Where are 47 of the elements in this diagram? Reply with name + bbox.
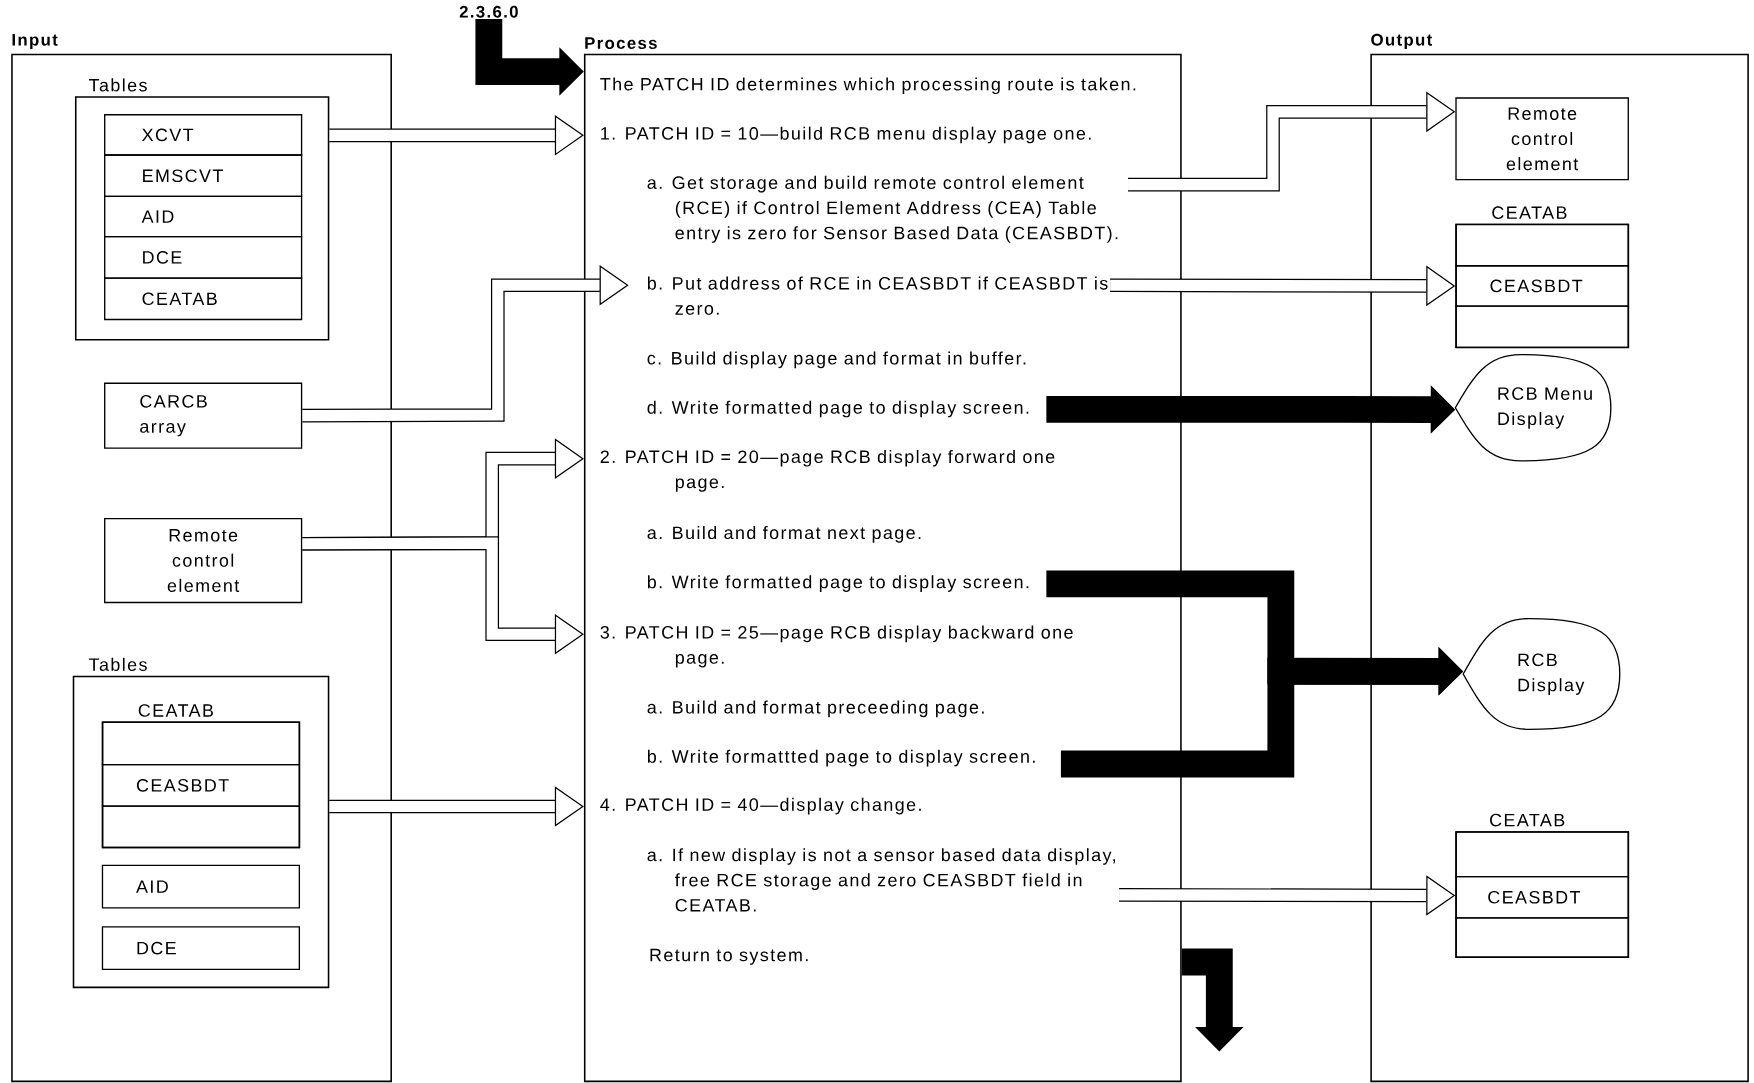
data-box: AID xyxy=(101,864,301,909)
empty-table-row xyxy=(1455,305,1629,349)
reference-label: 2.3.6.0 xyxy=(459,5,518,18)
data-box: DCE xyxy=(104,236,303,279)
empty-table-row xyxy=(1455,831,1629,878)
node-label: Process xyxy=(585,37,657,50)
data-box: XCVT xyxy=(104,114,303,156)
step-text: c. Build display page and format in buffer. xyxy=(647,351,1026,369)
node-label: Input xyxy=(12,34,58,50)
step-text: b. Write formattted page to display screen. xyxy=(647,749,1035,767)
data-box: CEASBDT xyxy=(1455,265,1629,307)
empty-table-row xyxy=(1455,223,1629,267)
step-text: 1. PATCH ID = 10—build RCB menu display page one. xyxy=(601,126,1091,144)
data-box: DCE xyxy=(101,926,301,971)
step-text: d. Write formatted page to display screen. xyxy=(647,400,1029,418)
node-label: Tables xyxy=(89,657,147,672)
data-box: EMSCVT xyxy=(104,154,303,198)
data-box: CEASBDT xyxy=(101,764,301,807)
step-text: 2. PATCH ID = 20—page RCB display forward one page. xyxy=(600,450,1055,492)
step-text: The PATCH ID determines which processing route is taken. xyxy=(600,77,1136,95)
data-box: AID xyxy=(104,195,303,238)
empty-table-row xyxy=(101,805,301,849)
hollow-arrow xyxy=(302,265,629,423)
node-label: CEATAB xyxy=(138,704,213,717)
data-box: CARCB array xyxy=(104,382,303,449)
node-label: CEATAB xyxy=(1492,206,1567,220)
hollow-arrow xyxy=(329,115,584,156)
step-text: a. Build and format next page. xyxy=(647,526,921,543)
data-box: CEASBDT xyxy=(1455,876,1629,919)
empty-table-row xyxy=(1455,917,1629,958)
data-box: Remote control element xyxy=(104,518,303,604)
step-text: a. If new display is not a sensor based data display, free RCE storage and zero CEASBDT field in CEATAB. xyxy=(647,848,1115,912)
step-text: Return to system. xyxy=(650,948,808,965)
node-label: Output xyxy=(1371,33,1433,50)
empty-table-row xyxy=(101,721,301,766)
step-text: 3. PATCH ID = 25—page RCB display backward one page. xyxy=(600,625,1073,668)
step-text: b. Put address of RCE in CEASBDT if CEASBDT is zero. xyxy=(647,276,1108,315)
step-text: b. Write formatted page to display screen. xyxy=(647,575,1029,592)
hollow-arrow xyxy=(302,536,584,655)
hollow-arrow xyxy=(329,786,584,827)
step-text: a. Get storage and build remote control element (RCE) if Control Element Address (CEA) Table entry is zero for Sensor Based Data (CEASBDT). xyxy=(647,175,1118,243)
node-label: Tables xyxy=(89,78,147,92)
data-box: Remote control element xyxy=(1455,97,1629,181)
node-label: CEATAB xyxy=(1490,813,1565,827)
step-text: 4. PATCH ID = 40—display change. xyxy=(600,797,921,815)
step-text: a. Build and format preceeding page. xyxy=(647,700,984,718)
data-box: CEATAB xyxy=(104,277,303,321)
